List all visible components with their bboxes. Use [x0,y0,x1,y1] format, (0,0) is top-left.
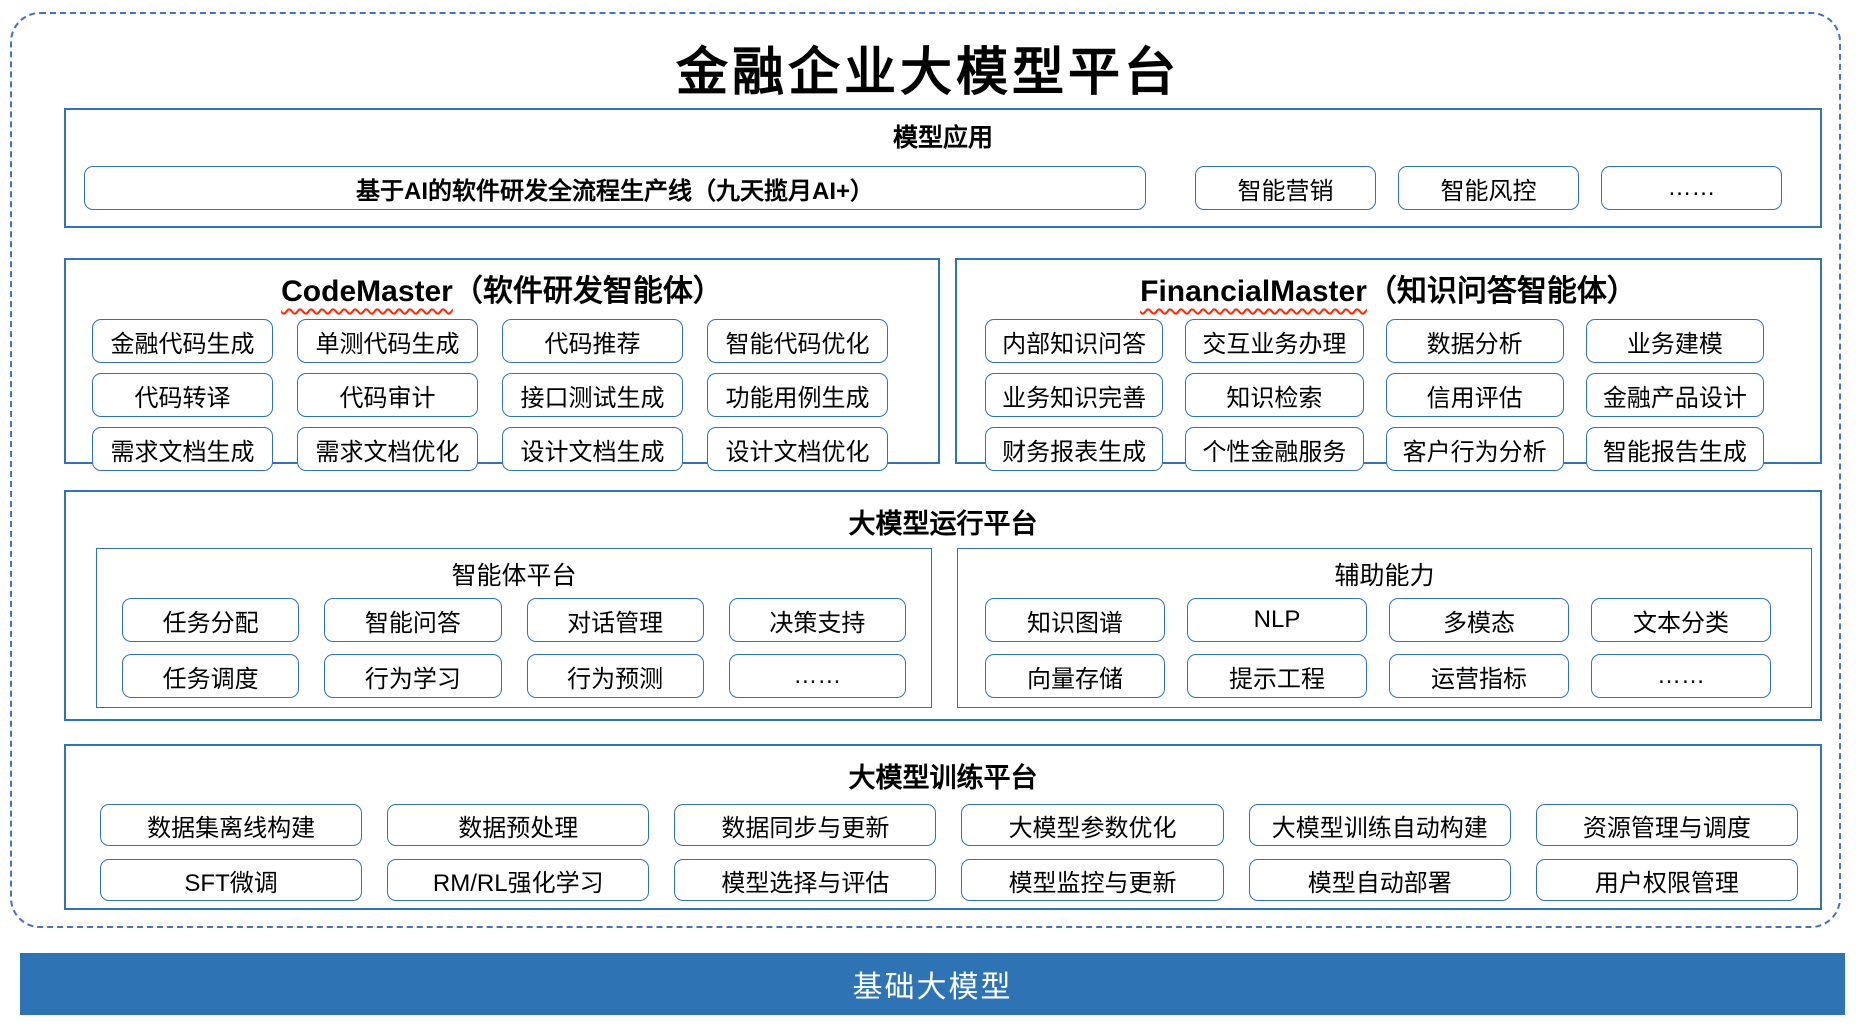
subsection-aux-capabilities: 辅助能力 知识图谱 NLP 多模态 文本分类 向量存储 提示工程 运营指标 …… [957,548,1812,708]
aux-capability-item-more: …… [1591,654,1771,698]
training-item: 数据预处理 [387,804,650,846]
aux-capability-item: 运营指标 [1389,654,1569,698]
code-master-item: 单测代码生成 [297,319,478,363]
agent-platform-item: 决策支持 [728,598,906,642]
financial-master-header: FinancialMaster（知识问答智能体） [957,260,1820,310]
outer-dashed-frame [10,12,1841,928]
training-item: 数据集离线构建 [100,804,363,846]
training-item: 模型选择与评估 [674,859,937,901]
code-master-item: 设计文档生成 [502,427,683,471]
agent-platform-grid: 任务分配 智能问答 对话管理 决策支持 任务调度 行为学习 行为预测 …… [122,598,906,698]
code-master-item: 功能用例生成 [707,373,888,417]
app-item: 智能营销 [1195,166,1376,210]
training-item: 模型监控与更新 [961,859,1224,901]
app-item: 智能风控 [1398,166,1579,210]
financial-master-item: 客户行为分析 [1385,427,1564,471]
section-code-master: CodeMaster（软件研发智能体） 金融代码生成 单测代码生成 代码推荐 智… [64,258,940,471]
aux-capability-item: 知识图谱 [985,598,1165,642]
financial-master-grid: 内部知识问答 交互业务办理 数据分析 业务建模 业务知识完善 知识检索 信用评估… [985,319,1764,471]
section-model-apps-header: 模型应用 [892,124,993,152]
financial-master-item: 内部知识问答 [985,319,1164,363]
agent-platform-item: 任务分配 [122,598,300,642]
model-apps-row: 基于AI的软件研发全流程生产线（九天揽月AI+） 智能营销 智能风控 …… [84,166,1782,210]
runtime-platform-header: 大模型运行平台 [848,509,1038,539]
training-item: 资源管理与调度 [1535,804,1798,846]
code-master-item: 代码推荐 [502,319,683,363]
financial-master-item: 数据分析 [1385,319,1564,363]
code-master-item: 代码转译 [92,373,273,417]
page-title: 金融企业大模型平台 [675,42,1180,103]
app-item-more: …… [1601,166,1782,210]
aux-capability-item: 向量存储 [985,654,1165,698]
app-item-ai-pipeline: 基于AI的软件研发全流程生产线（九天揽月AI+） [84,166,1146,210]
section-runtime-platform: 大模型运行平台 智能体平台 任务分配 智能问答 对话管理 决策支持 任务调度 行… [64,490,1822,721]
financial-master-header-zh: （知识问答智能体） [1366,275,1637,308]
section-model-apps: 模型应用 基于AI的软件研发全流程生产线（九天揽月AI+） 智能营销 智能风控 … [64,108,1822,228]
aux-capability-item: 多模态 [1389,598,1569,642]
subsection-agent-platform: 智能体平台 任务分配 智能问答 对话管理 决策支持 任务调度 行为学习 行为预测… [96,548,932,708]
foundation-model-bar: 基础大模型 [20,953,1845,1015]
agent-platform-item: 智能问答 [324,598,502,642]
financial-master-item: 业务知识完善 [985,373,1164,417]
training-item: 大模型参数优化 [961,804,1224,846]
financial-master-item: 智能报告生成 [1585,427,1764,471]
training-item: RM/RL强化学习 [387,859,650,901]
financial-master-item: 业务建模 [1585,319,1764,363]
training-item: SFT微调 [100,859,363,901]
financial-master-item: 个性金融服务 [1185,427,1364,471]
training-item: 模型自动部署 [1248,859,1511,901]
agent-platform-header: 智能体平台 [451,562,577,590]
financial-master-item: 信用评估 [1385,373,1564,417]
financial-master-item: 交互业务办理 [1185,319,1364,363]
code-master-item: 智能代码优化 [707,319,888,363]
aux-capability-item: 文本分类 [1591,598,1771,642]
code-master-header-en: CodeMaster [281,275,453,308]
training-platform-header: 大模型训练平台 [848,763,1038,793]
aux-capability-item: 提示工程 [1187,654,1367,698]
code-master-item: 需求文档优化 [297,427,478,471]
aux-capability-item: NLP [1187,598,1367,642]
aux-capabilities-header: 辅助能力 [1334,562,1435,590]
code-master-item: 金融代码生成 [92,319,273,363]
agent-platform-item: 行为学习 [324,654,502,698]
agent-platform-item-more: …… [728,654,906,698]
training-item: 用户权限管理 [1535,859,1798,901]
code-master-item: 代码审计 [297,373,478,417]
code-master-item: 接口测试生成 [502,373,683,417]
agent-platform-item: 行为预测 [526,654,704,698]
training-platform-grid: 数据集离线构建 数据预处理 数据同步与更新 大模型参数优化 大模型训练自动构建 … [100,804,1798,901]
financial-master-item: 知识检索 [1185,373,1364,417]
code-master-item: 设计文档优化 [707,427,888,471]
training-item: 大模型训练自动构建 [1248,804,1511,846]
financial-master-item: 财务报表生成 [985,427,1164,471]
financial-master-item: 金融产品设计 [1585,373,1764,417]
code-master-grid: 金融代码生成 单测代码生成 代码推荐 智能代码优化 代码转译 代码审计 接口测试… [92,319,888,471]
code-master-header-zh: （软件研发智能体） [452,275,723,308]
section-financial-master: FinancialMaster（知识问答智能体） 内部知识问答 交互业务办理 数… [955,258,1822,471]
aux-capabilities-grid: 知识图谱 NLP 多模态 文本分类 向量存储 提示工程 运营指标 …… [985,598,1771,698]
agent-platform-item: 对话管理 [526,598,704,642]
training-item: 数据同步与更新 [674,804,937,846]
code-master-header: CodeMaster（软件研发智能体） [66,260,938,310]
section-training-platform: 大模型训练平台 数据集离线构建 数据预处理 数据同步与更新 大模型参数优化 大模… [64,744,1822,910]
foundation-model-label: 基础大模型 [852,971,1013,1004]
agent-platform-item: 任务调度 [122,654,300,698]
code-master-item: 需求文档生成 [92,427,273,471]
financial-master-header-en: FinancialMaster [1140,275,1367,308]
